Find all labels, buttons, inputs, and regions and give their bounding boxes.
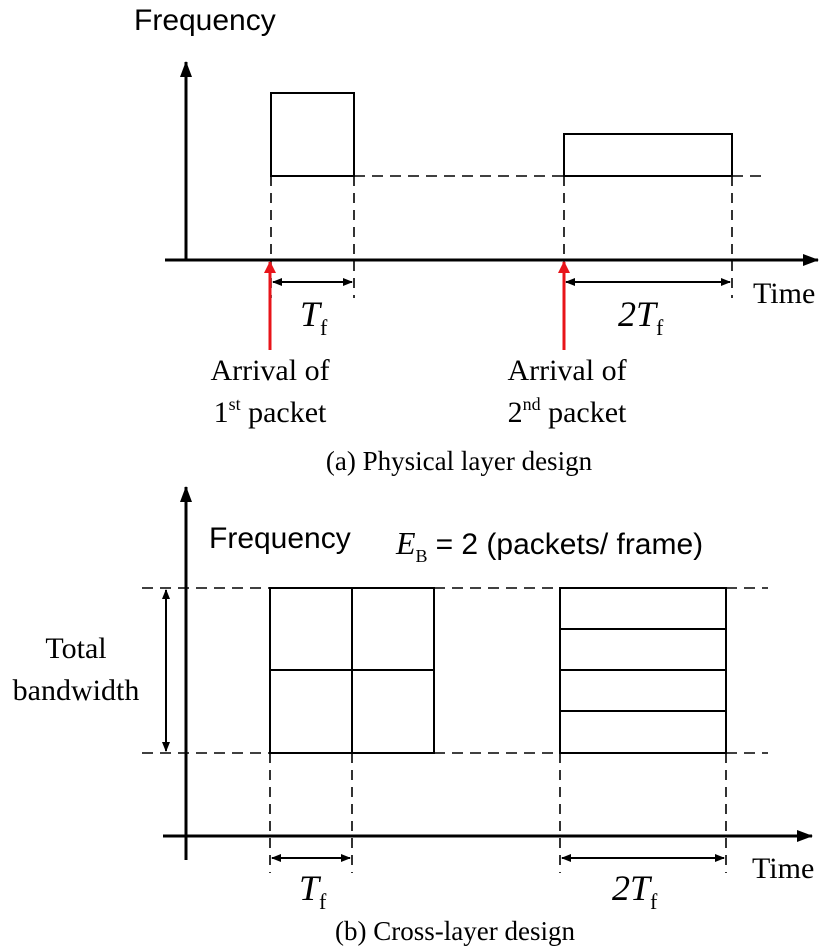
panel-a-packet2-block (563, 133, 733, 177)
panel-a-arrival1-line1: Arrival of (210, 354, 329, 387)
panel-a-arrival2-line2: 2nd packet (508, 394, 627, 429)
panel-a-2tf-label: 2Tf (618, 294, 664, 340)
panel-a: Frequency Time Tf 2Tf Arrival of 1st pac… (134, 4, 819, 476)
panel-b-bandwidth-label-line2: bandwidth (13, 674, 140, 707)
panel-a-arrival1-line2: 1st packet (214, 394, 327, 429)
panel-a-tf-label: Tf (300, 294, 328, 340)
panel-b: Frequency Time EB= 2 (packets/ frame) To… (13, 486, 814, 946)
panel-b-equation: EB= 2 (packets/ frame) (395, 525, 703, 566)
panel-b-caption: (b) Cross-layer design (335, 916, 575, 946)
panel-a-caption: (a) Physical layer design (326, 446, 593, 476)
panel-a-x-axis-label: Time (753, 277, 815, 310)
panel-b-bandwidth-label-line1: Total (45, 632, 106, 665)
panel-b-x-axis-label: Time (752, 852, 814, 885)
panel-b-tf-label: Tf (299, 868, 327, 914)
panel-a-arrival2-line1: Arrival of (507, 354, 626, 387)
panel-b-2tf-label: 2Tf (612, 868, 658, 914)
panel-a-packet1-block (270, 92, 355, 177)
panel-b-y-axis-label: Frequency (209, 522, 351, 555)
panel-a-y-axis-label: Frequency (134, 4, 276, 37)
